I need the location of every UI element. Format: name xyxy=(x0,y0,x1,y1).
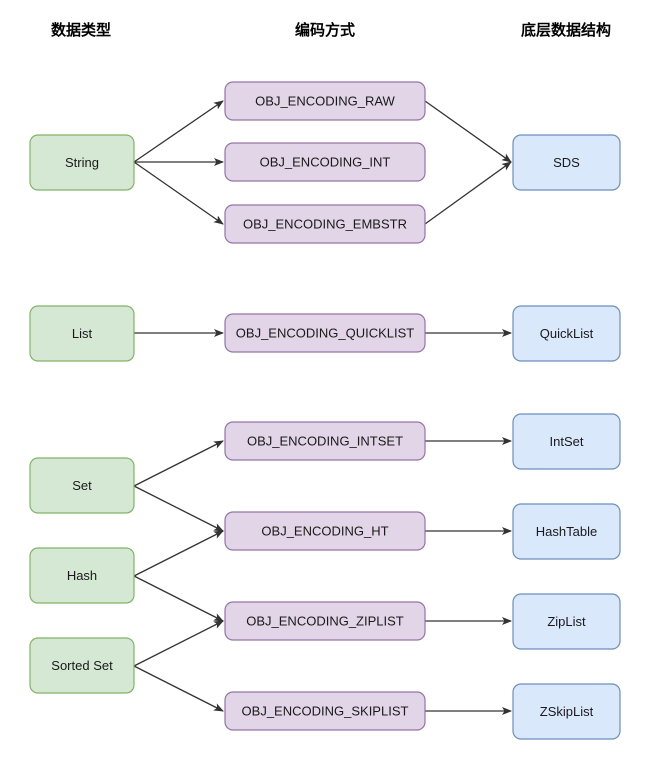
data-type-node-hash[interactable]: Hash xyxy=(29,547,135,604)
data-type-node-box xyxy=(29,305,135,362)
encoding-node-obj-encoding-int[interactable]: OBJ_ENCODING_INT xyxy=(224,142,426,182)
structure-node-label: QuickList xyxy=(540,326,594,341)
structure-node-label: HashTable xyxy=(536,524,597,539)
encoding-node-box xyxy=(224,204,426,244)
data-type-node-label: Hash xyxy=(67,568,97,583)
structure-node-hashtable[interactable]: HashTable xyxy=(512,503,621,560)
edge-string-to-embstr xyxy=(133,161,224,225)
encoding-node-label: OBJ_ENCODING_SKIPLIST xyxy=(242,703,409,718)
encoding-node-label: OBJ_ENCODING_RAW xyxy=(255,93,395,108)
structure-node-sds[interactable]: SDS xyxy=(512,134,621,191)
data-type-node-list[interactable]: List xyxy=(29,305,135,362)
encoding-node-label: OBJ_ENCODING_INT xyxy=(260,154,391,169)
column-headers: 数据类型 编码方式 底层数据结构 xyxy=(51,21,611,39)
encoding-node-obj-encoding-embstr[interactable]: OBJ_ENCODING_EMBSTR xyxy=(224,204,426,244)
encoding-node-box xyxy=(224,313,426,353)
encoding-node-label: OBJ_ENCODING_HT xyxy=(261,523,388,538)
encoding-node-box xyxy=(224,421,426,461)
encoding-node-box xyxy=(224,81,426,121)
structure-node-intset[interactable]: IntSet xyxy=(512,413,621,470)
encoding-node-obj-encoding-ht[interactable]: OBJ_ENCODING_HT xyxy=(224,511,426,551)
encoding-node-obj-encoding-raw[interactable]: OBJ_ENCODING_RAW xyxy=(224,81,426,121)
edge-set-to-ht-enc xyxy=(133,485,224,532)
structure-node-label: IntSet xyxy=(550,434,584,449)
data-type-node-box xyxy=(29,134,135,191)
encoding-node-obj-encoding-intset[interactable]: OBJ_ENCODING_INTSET xyxy=(224,421,426,461)
encoding-node-label: OBJ_ENCODING_EMBSTR xyxy=(243,216,407,231)
structure-node-quicklist[interactable]: QuickList xyxy=(512,305,621,362)
structure-node-label: SDS xyxy=(553,155,580,170)
structure-node-box xyxy=(512,593,621,650)
data-type-node-label: String xyxy=(65,155,99,170)
edge-sortedset-to-ziplist-enc xyxy=(133,620,224,667)
encoding-node-label: OBJ_ENCODING_ZIPLIST xyxy=(246,613,404,628)
structure-node-label: ZSkipList xyxy=(540,704,594,719)
edges-layer xyxy=(133,100,512,715)
edge-raw-to-sds xyxy=(424,100,512,163)
column-header-structure: 底层数据结构 xyxy=(521,21,611,39)
edge-set-to-intset-enc xyxy=(133,440,224,487)
column-header-encoding: 编码方式 xyxy=(295,21,355,39)
encoding-node-box xyxy=(224,142,426,182)
edge-hash-to-ht-enc xyxy=(133,530,224,577)
data-type-node-box xyxy=(29,457,135,514)
data-type-node-box xyxy=(29,547,135,604)
structure-node-box xyxy=(512,305,621,362)
data-type-node-label: Sorted Set xyxy=(51,658,113,673)
data-type-node-string[interactable]: String xyxy=(29,134,135,191)
edge-string-to-raw xyxy=(133,100,224,163)
encoding-node-obj-encoding-skiplist[interactable]: OBJ_ENCODING_SKIPLIST xyxy=(224,691,426,731)
structure-node-box xyxy=(512,413,621,470)
encoding-node-label: OBJ_ENCODING_INTSET xyxy=(247,433,403,448)
data-type-node-sorted-set[interactable]: Sorted Set xyxy=(29,637,135,694)
data-type-node-label: List xyxy=(72,326,93,341)
data-type-node-box xyxy=(29,637,135,694)
column-header-data-type: 数据类型 xyxy=(51,21,111,39)
edge-sortedset-to-skiplist-enc xyxy=(133,665,224,712)
data-type-node-set[interactable]: Set xyxy=(29,457,135,514)
structure-node-box xyxy=(512,503,621,560)
structure-node-label: ZipList xyxy=(547,614,586,629)
structure-node-zskiplist[interactable]: ZSkipList xyxy=(512,683,621,740)
encoding-node-obj-encoding-quicklist[interactable]: OBJ_ENCODING_QUICKLIST xyxy=(224,313,426,353)
data-type-node-label: Set xyxy=(72,478,92,493)
edge-embstr-to-sds xyxy=(424,161,512,225)
edge-hash-to-ziplist-enc xyxy=(133,575,224,622)
encoding-node-obj-encoding-ziplist[interactable]: OBJ_ENCODING_ZIPLIST xyxy=(224,601,426,641)
structure-node-ziplist[interactable]: ZipList xyxy=(512,593,621,650)
encoding-node-box xyxy=(224,601,426,641)
encoding-node-box xyxy=(224,511,426,551)
encoding-node-box xyxy=(224,691,426,731)
structure-node-box xyxy=(512,683,621,740)
structure-node-box xyxy=(512,134,621,191)
encoding-node-label: OBJ_ENCODING_QUICKLIST xyxy=(236,325,414,340)
